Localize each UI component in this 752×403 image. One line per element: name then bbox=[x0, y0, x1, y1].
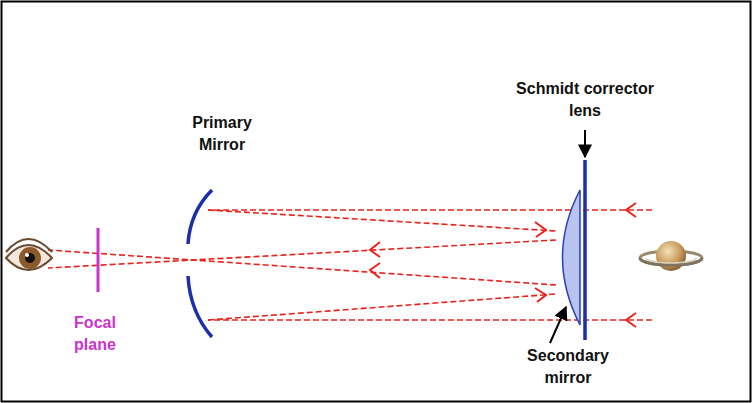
part-label: Focal plane bbox=[55, 312, 135, 355]
light-rays bbox=[48, 210, 652, 320]
primary-mirror bbox=[188, 190, 212, 337]
eye-icon bbox=[6, 239, 52, 270]
leader-arrow bbox=[584, 130, 586, 157]
part-label: Schmidt corrector lens bbox=[510, 78, 660, 121]
part-label: Secondary mirror bbox=[508, 345, 628, 388]
focal-plane-line bbox=[97, 228, 100, 292]
secondary-mirror bbox=[563, 190, 581, 325]
planet-saturn bbox=[640, 241, 702, 271]
ray-arrowheads bbox=[370, 203, 636, 327]
leader-arrow bbox=[550, 307, 566, 343]
part-label: Primary Mirror bbox=[172, 112, 272, 155]
corrector-plate bbox=[583, 160, 587, 340]
